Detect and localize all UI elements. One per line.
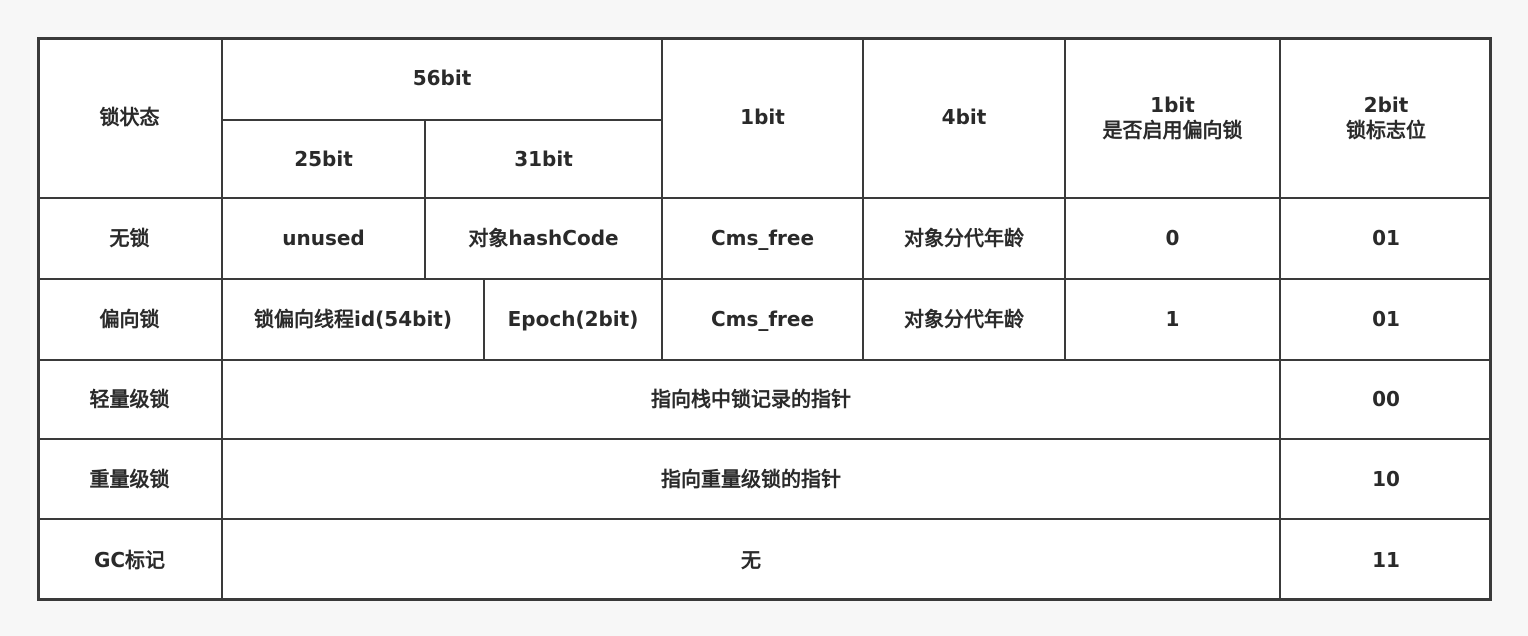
row-lightweight-state: 轻量级锁 xyxy=(37,360,222,439)
row-biased-epoch: Epoch(2bit) xyxy=(484,279,662,360)
row-unlocked-flag-text: 01 xyxy=(1372,226,1400,250)
row-lightweight-flag: 00 xyxy=(1280,360,1492,439)
hline-header-bottom xyxy=(37,197,1492,199)
row-unlocked-4bit: 对象分代年龄 xyxy=(863,198,1065,279)
header-biased-flag: 1bit 是否启用偏向锁 xyxy=(1065,37,1280,198)
hline-56bit-split xyxy=(222,119,662,121)
vline-4bit-col xyxy=(862,37,864,360)
header-31bit: 31bit xyxy=(425,120,662,198)
row-biased-state-text: 偏向锁 xyxy=(99,307,160,331)
header-25bit: 25bit xyxy=(222,120,425,198)
row-lightweight-flag-text: 00 xyxy=(1372,387,1400,411)
row-biased-4bit: 对象分代年龄 xyxy=(863,279,1065,360)
row-unlocked-state-text: 无锁 xyxy=(109,226,150,250)
row-heavyweight-content-text: 指向重量级锁的指针 xyxy=(661,466,841,491)
row-heavyweight-state: 重量级锁 xyxy=(37,439,222,519)
row-biased-state: 偏向锁 xyxy=(37,279,222,360)
vline-bias-col xyxy=(1064,37,1066,360)
vline-25-31-split xyxy=(424,120,426,279)
header-56bit: 56bit xyxy=(222,37,662,120)
row-unlocked-25bit-text: unused xyxy=(282,226,365,250)
hline-row3-bottom xyxy=(37,438,1492,440)
row-unlocked-flag: 01 xyxy=(1280,198,1492,279)
vline-state-col xyxy=(221,37,223,601)
row-gc-state-text: GC标记 xyxy=(93,547,166,572)
header-lock-flag: 2bit 锁标志位 xyxy=(1280,37,1492,198)
header-lock-state: 锁状态 xyxy=(37,37,222,198)
header-biased-label-text: 是否启用偏向锁 xyxy=(1102,117,1243,142)
header-flag-bits-text: 2bit xyxy=(1363,92,1409,117)
border-right xyxy=(1489,37,1492,601)
row-heavyweight-flag-text: 10 xyxy=(1372,466,1400,491)
row-gc-state: GC标记 xyxy=(37,519,222,601)
row-lightweight-content: 指向栈中锁记录的指针 xyxy=(222,360,1280,439)
border-top xyxy=(37,37,1492,40)
hline-row1-bottom xyxy=(37,278,1492,280)
row-lightweight-state-text: 轻量级锁 xyxy=(89,387,170,411)
row-gc-content-text: 无 xyxy=(741,547,761,572)
vline-flag-col xyxy=(1279,37,1281,601)
header-56bit-text: 56bit xyxy=(412,66,472,90)
row-unlocked-1bit-text: Cms_free xyxy=(710,226,815,250)
vline-thread-epoch-split xyxy=(483,279,485,360)
row-biased-thread-id-text: 锁偏向线程id(54bit) xyxy=(253,307,453,331)
row-unlocked-1bit: Cms_free xyxy=(662,198,863,279)
row-unlocked-31bit-text: 对象hashCode xyxy=(468,226,619,250)
border-left xyxy=(37,37,40,601)
header-1bit-text: 1bit xyxy=(740,105,785,129)
border-bottom xyxy=(37,598,1492,601)
row-gc-content: 无 xyxy=(222,519,1280,601)
row-unlocked-25bit: unused xyxy=(222,198,425,279)
header-4bit-text: 4bit xyxy=(941,105,987,129)
header-4bit: 4bit xyxy=(863,37,1065,198)
row-unlocked-4bit-text: 对象分代年龄 xyxy=(904,226,1024,250)
header-flag-label-text: 锁标志位 xyxy=(1346,117,1426,142)
hline-row4-bottom xyxy=(37,518,1492,520)
row-lightweight-content-text: 指向栈中锁记录的指针 xyxy=(651,387,851,411)
row-biased-thread-id: 锁偏向线程id(54bit) xyxy=(222,279,484,360)
row-unlocked-31bit: 对象hashCode xyxy=(425,198,662,279)
row-unlocked-state: 无锁 xyxy=(37,198,222,279)
row-biased-1bit-text: Cms_free xyxy=(710,307,815,331)
row-gc-flag-text: 11 xyxy=(1372,547,1400,572)
row-unlocked-bias: 0 xyxy=(1065,198,1280,279)
row-biased-bias-text: 1 xyxy=(1165,307,1180,331)
header-31bit-text: 31bit xyxy=(514,146,573,171)
header-lock-state-text: 锁状态 xyxy=(99,105,160,129)
header-1bit: 1bit xyxy=(662,37,863,198)
row-heavyweight-flag: 10 xyxy=(1280,439,1492,519)
header-25bit-text: 25bit xyxy=(294,146,353,171)
row-biased-epoch-text: Epoch(2bit) xyxy=(507,307,639,331)
row-gc-flag: 11 xyxy=(1280,519,1492,601)
row-heavyweight-state-text: 重量级锁 xyxy=(89,466,170,491)
mark-word-table: 锁状态 56bit 25bit 31bit 1bit 4bit 1bit 是否启… xyxy=(37,37,1492,601)
vline-1bit-col xyxy=(661,37,663,360)
row-unlocked-bias-text: 0 xyxy=(1165,226,1180,250)
row-heavyweight-content: 指向重量级锁的指针 xyxy=(222,439,1280,519)
row-biased-bias: 1 xyxy=(1065,279,1280,360)
row-biased-1bit: Cms_free xyxy=(662,279,863,360)
header-biased-bit-text: 1bit xyxy=(1150,92,1195,117)
hline-row2-bottom xyxy=(37,359,1492,361)
row-biased-flag: 01 xyxy=(1280,279,1492,360)
row-biased-4bit-text: 对象分代年龄 xyxy=(904,307,1024,331)
row-biased-flag-text: 01 xyxy=(1372,307,1400,331)
